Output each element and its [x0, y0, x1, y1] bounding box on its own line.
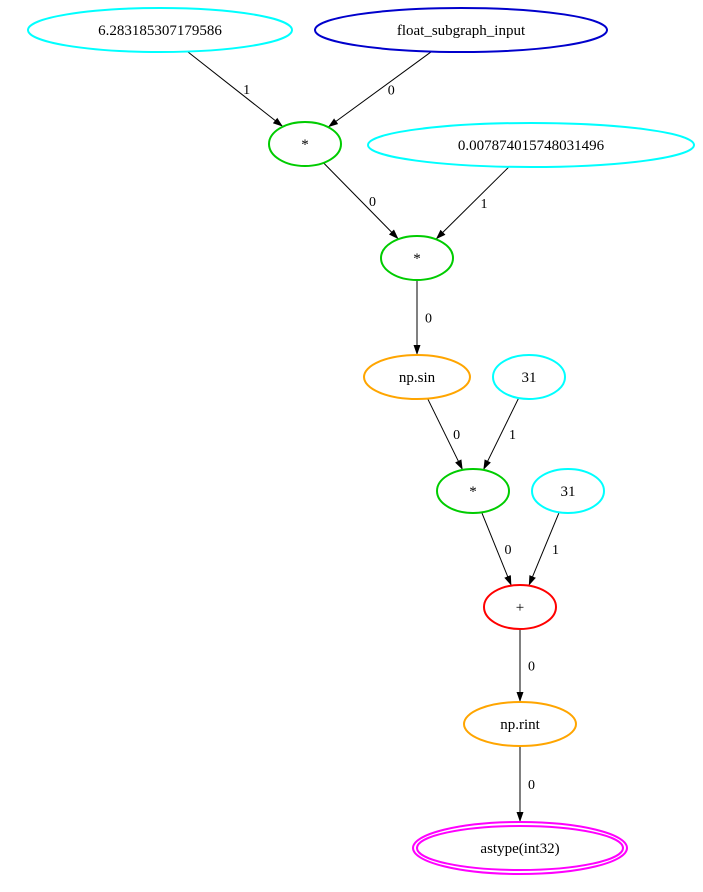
node-c31a: 31: [492, 354, 566, 400]
node-label-input: float_subgraph_input: [397, 23, 526, 39]
node-label-sin: np.sin: [399, 370, 436, 386]
edge-arg-index-label: 0: [369, 195, 376, 210]
node-ellipse-plus: [483, 584, 557, 630]
edge-line: [327, 51, 432, 128]
edge-arg-index-label: 1: [552, 543, 559, 558]
node-label-mul3: *: [469, 484, 477, 500]
node-ellipse-mul2: [380, 235, 454, 281]
edge-arg-index-label: 0: [505, 543, 512, 558]
edge-mul1-to-mul2: 0: [323, 162, 399, 240]
edge-line: [323, 162, 399, 240]
edge-tau-to-mul1: 1: [187, 51, 284, 128]
node-mul2: *: [380, 235, 454, 281]
node-plus: +: [483, 584, 557, 630]
edge-arg-index-label: 0: [425, 312, 432, 327]
edge-c31a-to-mul3: 1: [482, 397, 520, 471]
node-input: float_subgraph_input: [314, 7, 608, 53]
node-sin: np.sin: [363, 354, 471, 400]
node-label-rint: np.rint: [500, 717, 540, 733]
edge-mul3-to-plus: 0: [481, 512, 512, 586]
node-ellipse-rint: [463, 701, 577, 747]
edge-line: [481, 512, 512, 586]
edge-line: [435, 166, 510, 240]
edge-arg-index-label: 1: [480, 197, 487, 212]
edge-coef-to-mul2: 1: [435, 166, 510, 240]
edge-rint-to-astype: 0: [516, 746, 535, 822]
edge-line: [482, 397, 520, 471]
node-label-mul2: *: [413, 251, 421, 267]
node-ellipse-c31b: [531, 468, 605, 514]
node-ellipse-coef: [367, 122, 695, 168]
node-label-plus: +: [516, 600, 524, 616]
edge-arg-index-label: 1: [509, 428, 516, 443]
edge-input-to-mul1: 0: [327, 51, 432, 128]
node-ellipse-tau: [27, 7, 293, 53]
node-ellipse-astype: [412, 821, 628, 875]
node-tau: 6.283185307179586: [27, 7, 293, 53]
edge-sin-to-mul3: 0: [427, 398, 464, 471]
node-label-coef: 0.007874015748031496: [458, 138, 605, 154]
node-label-astype: astype(int32): [480, 841, 559, 857]
node-ellipse-c31a: [492, 354, 566, 400]
node-label-c31b: 31: [561, 484, 576, 500]
nodes-layer: 6.283185307179586 float_subgraph_input * 0.…: [27, 7, 695, 875]
node-rint: np.rint: [463, 701, 577, 747]
node-inner-ring-astype: [416, 825, 624, 871]
edge-mul2-to-sin: 0: [413, 280, 432, 355]
edge-line: [427, 398, 464, 471]
node-c31b: 31: [531, 468, 605, 514]
node-label-c31a: 31: [522, 370, 537, 386]
node-label-mul1: *: [301, 137, 309, 153]
edges-layer: 1 0 0 1 0 0 1 0 1 0 0: [187, 51, 560, 822]
node-ellipse-mul1: [268, 121, 342, 167]
edge-arg-index-label: 0: [388, 83, 395, 98]
node-ellipse-input: [314, 7, 608, 53]
edge-c31b-to-plus: 1: [528, 512, 560, 586]
node-coef: 0.007874015748031496: [367, 122, 695, 168]
edge-arg-index-label: 0: [528, 660, 535, 675]
node-ellipse-sin: [363, 354, 471, 400]
node-mul3: *: [436, 468, 510, 514]
edge-arg-index-label: 0: [453, 428, 460, 443]
edge-line: [187, 51, 284, 128]
edge-plus-to-rint: 0: [516, 629, 535, 702]
node-mul1: *: [268, 121, 342, 167]
node-astype: astype(int32): [412, 821, 628, 875]
edge-line: [528, 512, 560, 586]
node-ellipse-mul3: [436, 468, 510, 514]
edge-arg-index-label: 1: [243, 83, 250, 98]
node-label-tau: 6.283185307179586: [98, 23, 222, 39]
edge-arg-index-label: 0: [528, 778, 535, 793]
